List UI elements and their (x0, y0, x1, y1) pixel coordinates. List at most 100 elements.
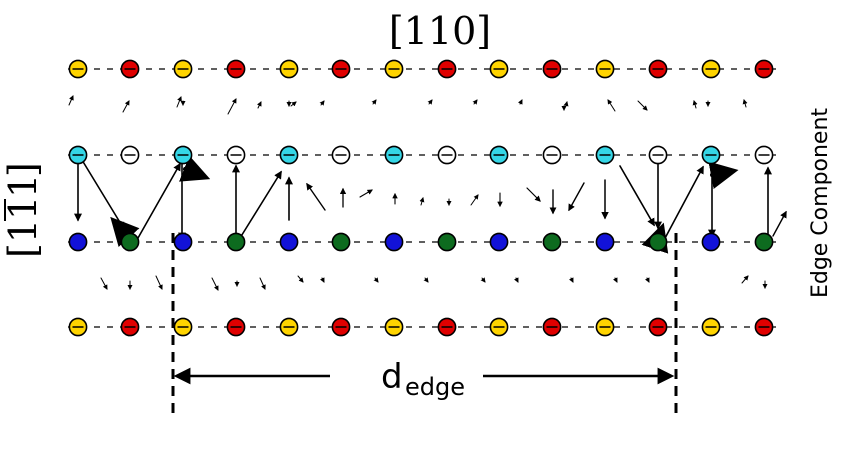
atom-icon (754, 59, 774, 79)
atom-icon (173, 145, 193, 165)
atom-icon (68, 145, 88, 165)
atom-icon (384, 59, 404, 79)
atom-icon (226, 232, 246, 252)
atom-icon (542, 317, 562, 337)
arrow-icon (122, 100, 130, 113)
arrow-icon (319, 277, 325, 283)
arrow-icon (256, 101, 262, 109)
atom-icon (754, 145, 774, 165)
arrow-icon (68, 95, 74, 106)
atom-icon (68, 317, 88, 337)
atom-grid (68, 59, 774, 337)
arrow-icon (662, 165, 704, 243)
atom-icon (68, 232, 88, 252)
arrow-icon (100, 277, 108, 290)
arrow-icon (742, 99, 748, 108)
atom-icon (173, 59, 193, 79)
arrow-icon (772, 210, 787, 237)
arrow-icon (306, 182, 326, 211)
atom-icon (331, 317, 351, 337)
arrow-icon (359, 189, 373, 198)
arrow-icon (211, 277, 219, 291)
atom-icon (754, 232, 774, 252)
atom-icon (648, 317, 668, 337)
left-direction-label: [1 1 1 ] (1, 162, 45, 258)
arrow-icon (619, 165, 655, 227)
atom-icon (331, 145, 351, 165)
atom-icon (542, 145, 562, 165)
atom-icon (173, 317, 193, 337)
atom-icon (120, 59, 140, 79)
atom-icon (437, 232, 457, 252)
arrow-icon (176, 96, 182, 108)
atom-icon (120, 145, 140, 165)
atom-icon (437, 59, 457, 79)
atom-icon (701, 317, 721, 337)
atom-icon (331, 59, 351, 79)
atom-icon (542, 59, 562, 79)
atom-icon (648, 145, 668, 165)
top-direction-label: [110] (389, 9, 491, 53)
atom-icon (489, 232, 509, 252)
atom-icon (701, 232, 721, 252)
atom-icon (279, 232, 299, 252)
arrow-icon (517, 99, 523, 105)
arrow-icon (708, 161, 739, 189)
left-direction-open: [1 (1, 219, 45, 258)
arrow-icon (644, 277, 650, 283)
atom-icon (384, 317, 404, 337)
arrow-icon (612, 277, 618, 283)
arrow-icon (568, 182, 585, 212)
atom-icon (120, 317, 140, 337)
arrow-icon (239, 170, 282, 239)
arrow-icon (137, 162, 181, 239)
atom-icon (648, 232, 668, 252)
atom-icon (437, 145, 457, 165)
arrow-icon (297, 275, 304, 283)
atom-icon (120, 232, 140, 252)
atom-icon (226, 317, 246, 337)
arrow-icon (419, 197, 425, 206)
left-direction-bar-digit-2: 1 (1, 174, 45, 198)
atom-icon (701, 59, 721, 79)
atom-icon (754, 317, 774, 337)
dimension-label-subscript: edge (405, 373, 465, 401)
displacement-arrows (68, 95, 787, 291)
atom-icon (279, 317, 299, 337)
arrow-icon (470, 194, 479, 206)
arrow-icon (692, 100, 698, 109)
dimension-label-base: d (381, 357, 403, 397)
arrow-icon (526, 187, 541, 202)
arrow-icon (371, 99, 377, 105)
atom-icon (279, 59, 299, 79)
top-direction-text: [110] (389, 9, 491, 53)
left-direction-close: ] (1, 162, 45, 177)
arrow-icon (155, 275, 163, 290)
atom-icon (279, 145, 299, 165)
arrow-icon (81, 159, 125, 231)
atom-icon (648, 59, 668, 79)
atom-icon (384, 145, 404, 165)
atom-icon (489, 59, 509, 79)
arrow-icon (563, 101, 569, 107)
atom-icon (595, 59, 615, 79)
arrow-icon (472, 99, 478, 105)
atom-icon (701, 145, 721, 165)
arrow-icon (607, 99, 616, 112)
arrow-icon (568, 277, 574, 283)
atom-icon (226, 145, 246, 165)
arrow-icon (373, 277, 379, 283)
atom-icon (173, 232, 193, 252)
arrow-icon (290, 101, 297, 107)
atom-icon (489, 317, 509, 337)
arrow-icon (319, 100, 325, 106)
arrow-icon (423, 277, 429, 283)
atom-icon (595, 232, 615, 252)
atom-icon (437, 317, 457, 337)
left-direction-bar-digit-1: 1 (1, 196, 45, 220)
atom-icon (595, 145, 615, 165)
arrow-icon (179, 155, 211, 182)
right-title-text: Edge Component (808, 108, 833, 298)
atom-icon (542, 232, 562, 252)
